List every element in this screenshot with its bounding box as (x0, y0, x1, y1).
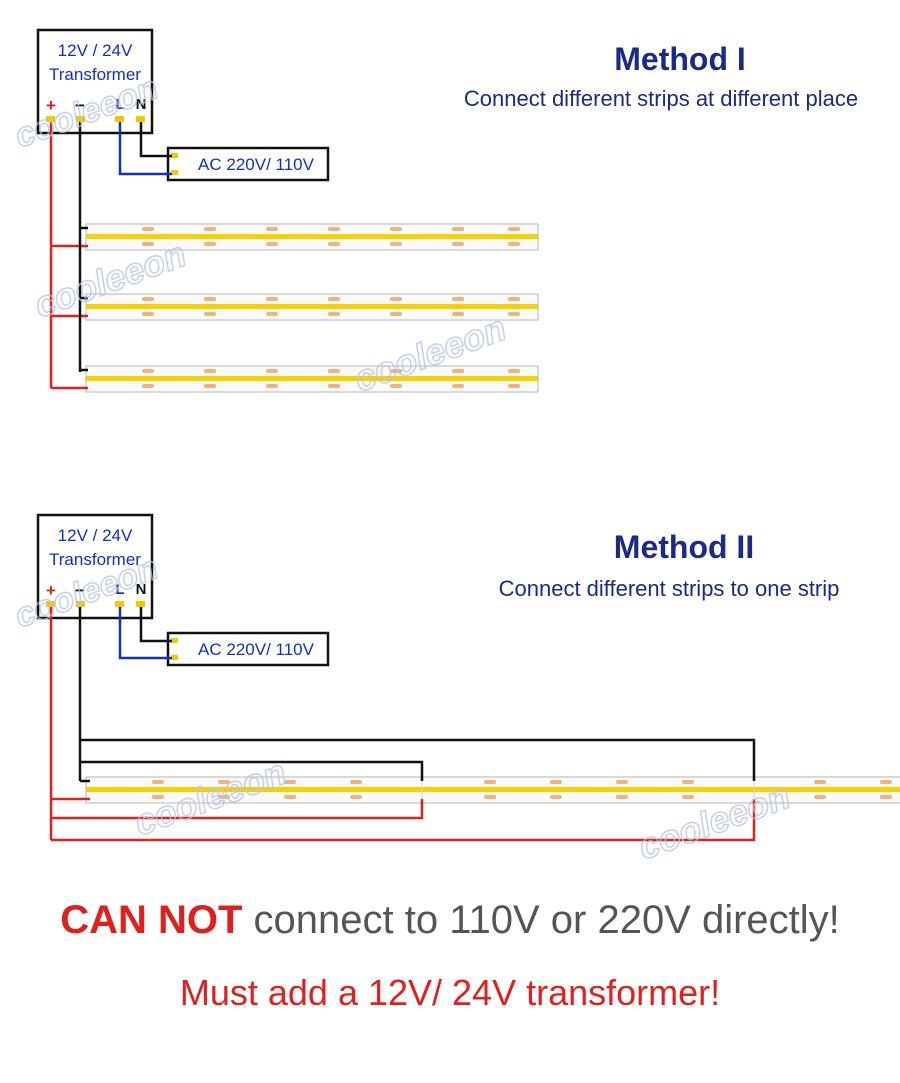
live-wire (118, 607, 172, 660)
terminal (115, 601, 124, 607)
pin-live: L (115, 581, 124, 598)
ac-label: AC 220V/ 110V (198, 155, 315, 174)
live-wire (118, 122, 172, 176)
method2-transformer: 12V / 24V Transformer + − L N (36, 513, 154, 620)
pin-negative: − (75, 96, 85, 115)
terminal (46, 116, 55, 122)
method1-section: Method I Connect different strips at dif… (36, 28, 858, 393)
method2-negative-wires (78, 607, 756, 783)
method2-strip (85, 776, 900, 804)
pin-live: L (115, 96, 124, 113)
terminal (136, 601, 145, 607)
pin-negative: − (75, 581, 85, 600)
terminal (115, 116, 124, 122)
transformer-label: Transformer (49, 65, 141, 84)
warning-rest: connect to 110V or 220V directly! (242, 898, 840, 942)
warning-line-2: Must add a 12V/ 24V transformer! (179, 972, 721, 1013)
ac-box (166, 146, 330, 182)
method1-ac-source: AC 220V/ 110V (166, 146, 330, 182)
watermark-logos: cooleeon cooleeon cooleeon cooleeon cool… (9, 68, 796, 868)
method1-negative-wires (78, 122, 88, 372)
terminal (46, 601, 55, 607)
ac-box (166, 631, 330, 667)
transformer-voltage: 12V / 24V (58, 526, 133, 545)
transformer-voltage: 12V / 24V (58, 41, 133, 60)
warning-line-1: CAN NOT connect to 110V or 220V directly… (0, 898, 900, 943)
pin-neutral: N (136, 96, 147, 113)
terminal (171, 655, 178, 660)
method1-strip-1 (85, 223, 539, 251)
method2-subtitle: Connect different strips to one strip (499, 576, 840, 601)
transformer-label: Transformer (49, 550, 141, 569)
pin-neutral: N (136, 581, 147, 598)
terminal (76, 601, 85, 607)
method1-positive-wires (49, 122, 88, 390)
method2-positive-wires (49, 607, 756, 842)
terminal (171, 170, 178, 175)
method1-strip-2 (85, 293, 539, 321)
method2-title: Method II (614, 529, 754, 565)
terminal (171, 638, 178, 643)
transformer-box (36, 513, 154, 620)
terminal (171, 153, 178, 158)
method1-strip-3 (85, 365, 539, 393)
warning-emphasis: CAN NOT (60, 898, 243, 942)
pin-positive: + (46, 581, 56, 600)
neutral-wire (139, 122, 172, 158)
method2-section: Method II Connect different strips to on… (36, 513, 900, 842)
neutral-wire (139, 607, 172, 643)
transformer-box (36, 28, 154, 135)
ac-label: AC 220V/ 110V (198, 640, 315, 659)
method2-ac-source: AC 220V/ 110V (166, 631, 330, 667)
terminal (76, 116, 85, 122)
method1-subtitle: Connect different strips at different pl… (464, 86, 858, 111)
method1-title: Method I (614, 41, 746, 77)
watermark-logo: cooleeon (129, 751, 292, 844)
method1-transformer: 12V / 24V Transformer + − L N (36, 28, 154, 135)
terminal (136, 116, 145, 122)
pin-positive: + (46, 96, 56, 115)
